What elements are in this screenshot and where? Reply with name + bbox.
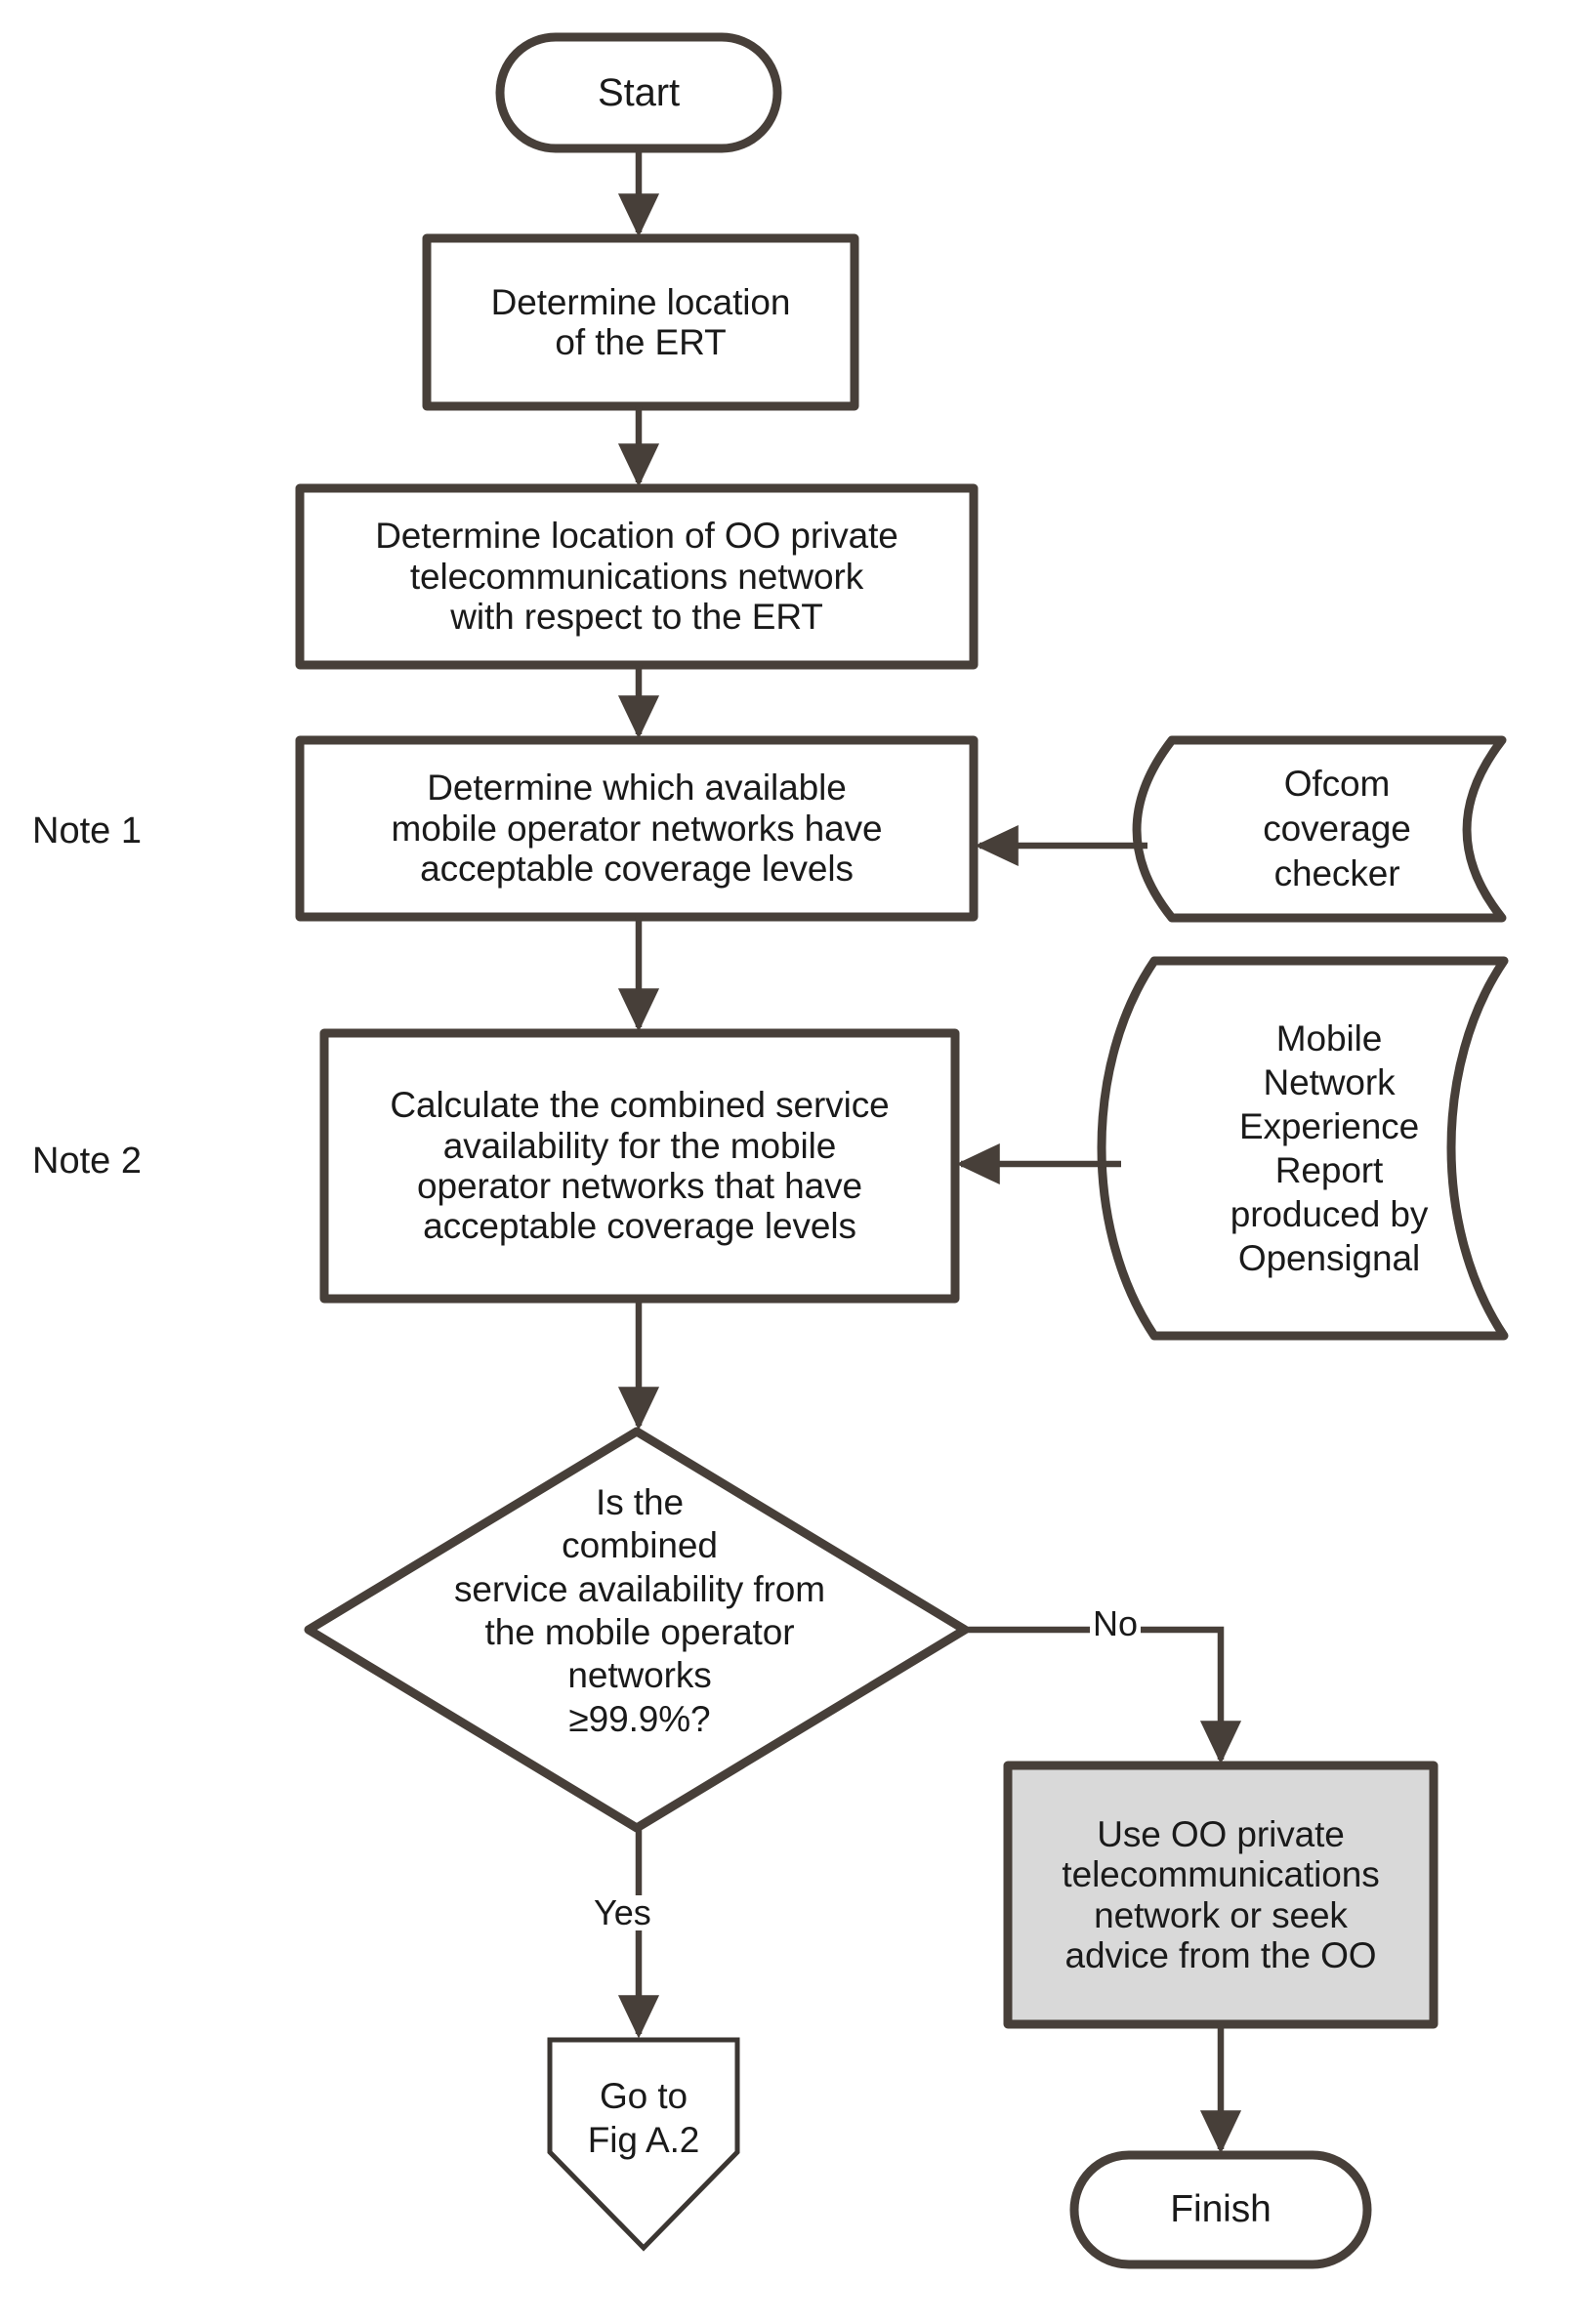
annotation-note-1: Note 1 [32, 810, 142, 851]
node-start-shape [495, 32, 782, 153]
node-ofcom-coverage-checker-shape [1132, 735, 1507, 923]
edge-decision-no-to-use-oo [965, 1626, 1242, 1764]
edge-label-yes: Yes [591, 1895, 654, 1930]
edge-label-no: No [1090, 1606, 1142, 1641]
node-calculate-combined-availability-shape [319, 1028, 960, 1304]
node-go-to-fig-a2-shape [547, 2037, 740, 2252]
node-availability-decision-shape [304, 1427, 970, 1833]
node-use-oo-network-shape [1003, 1761, 1439, 2029]
node-finish-shape [1069, 2150, 1372, 2269]
node-determine-oo-network-location-shape [295, 483, 979, 670]
node-determine-acceptable-coverage-shape [295, 735, 979, 922]
annotation-note-2: Note 2 [32, 1141, 142, 1182]
node-opensignal-report-shape [1097, 956, 1509, 1341]
node-determine-ert-location-shape [422, 233, 859, 411]
